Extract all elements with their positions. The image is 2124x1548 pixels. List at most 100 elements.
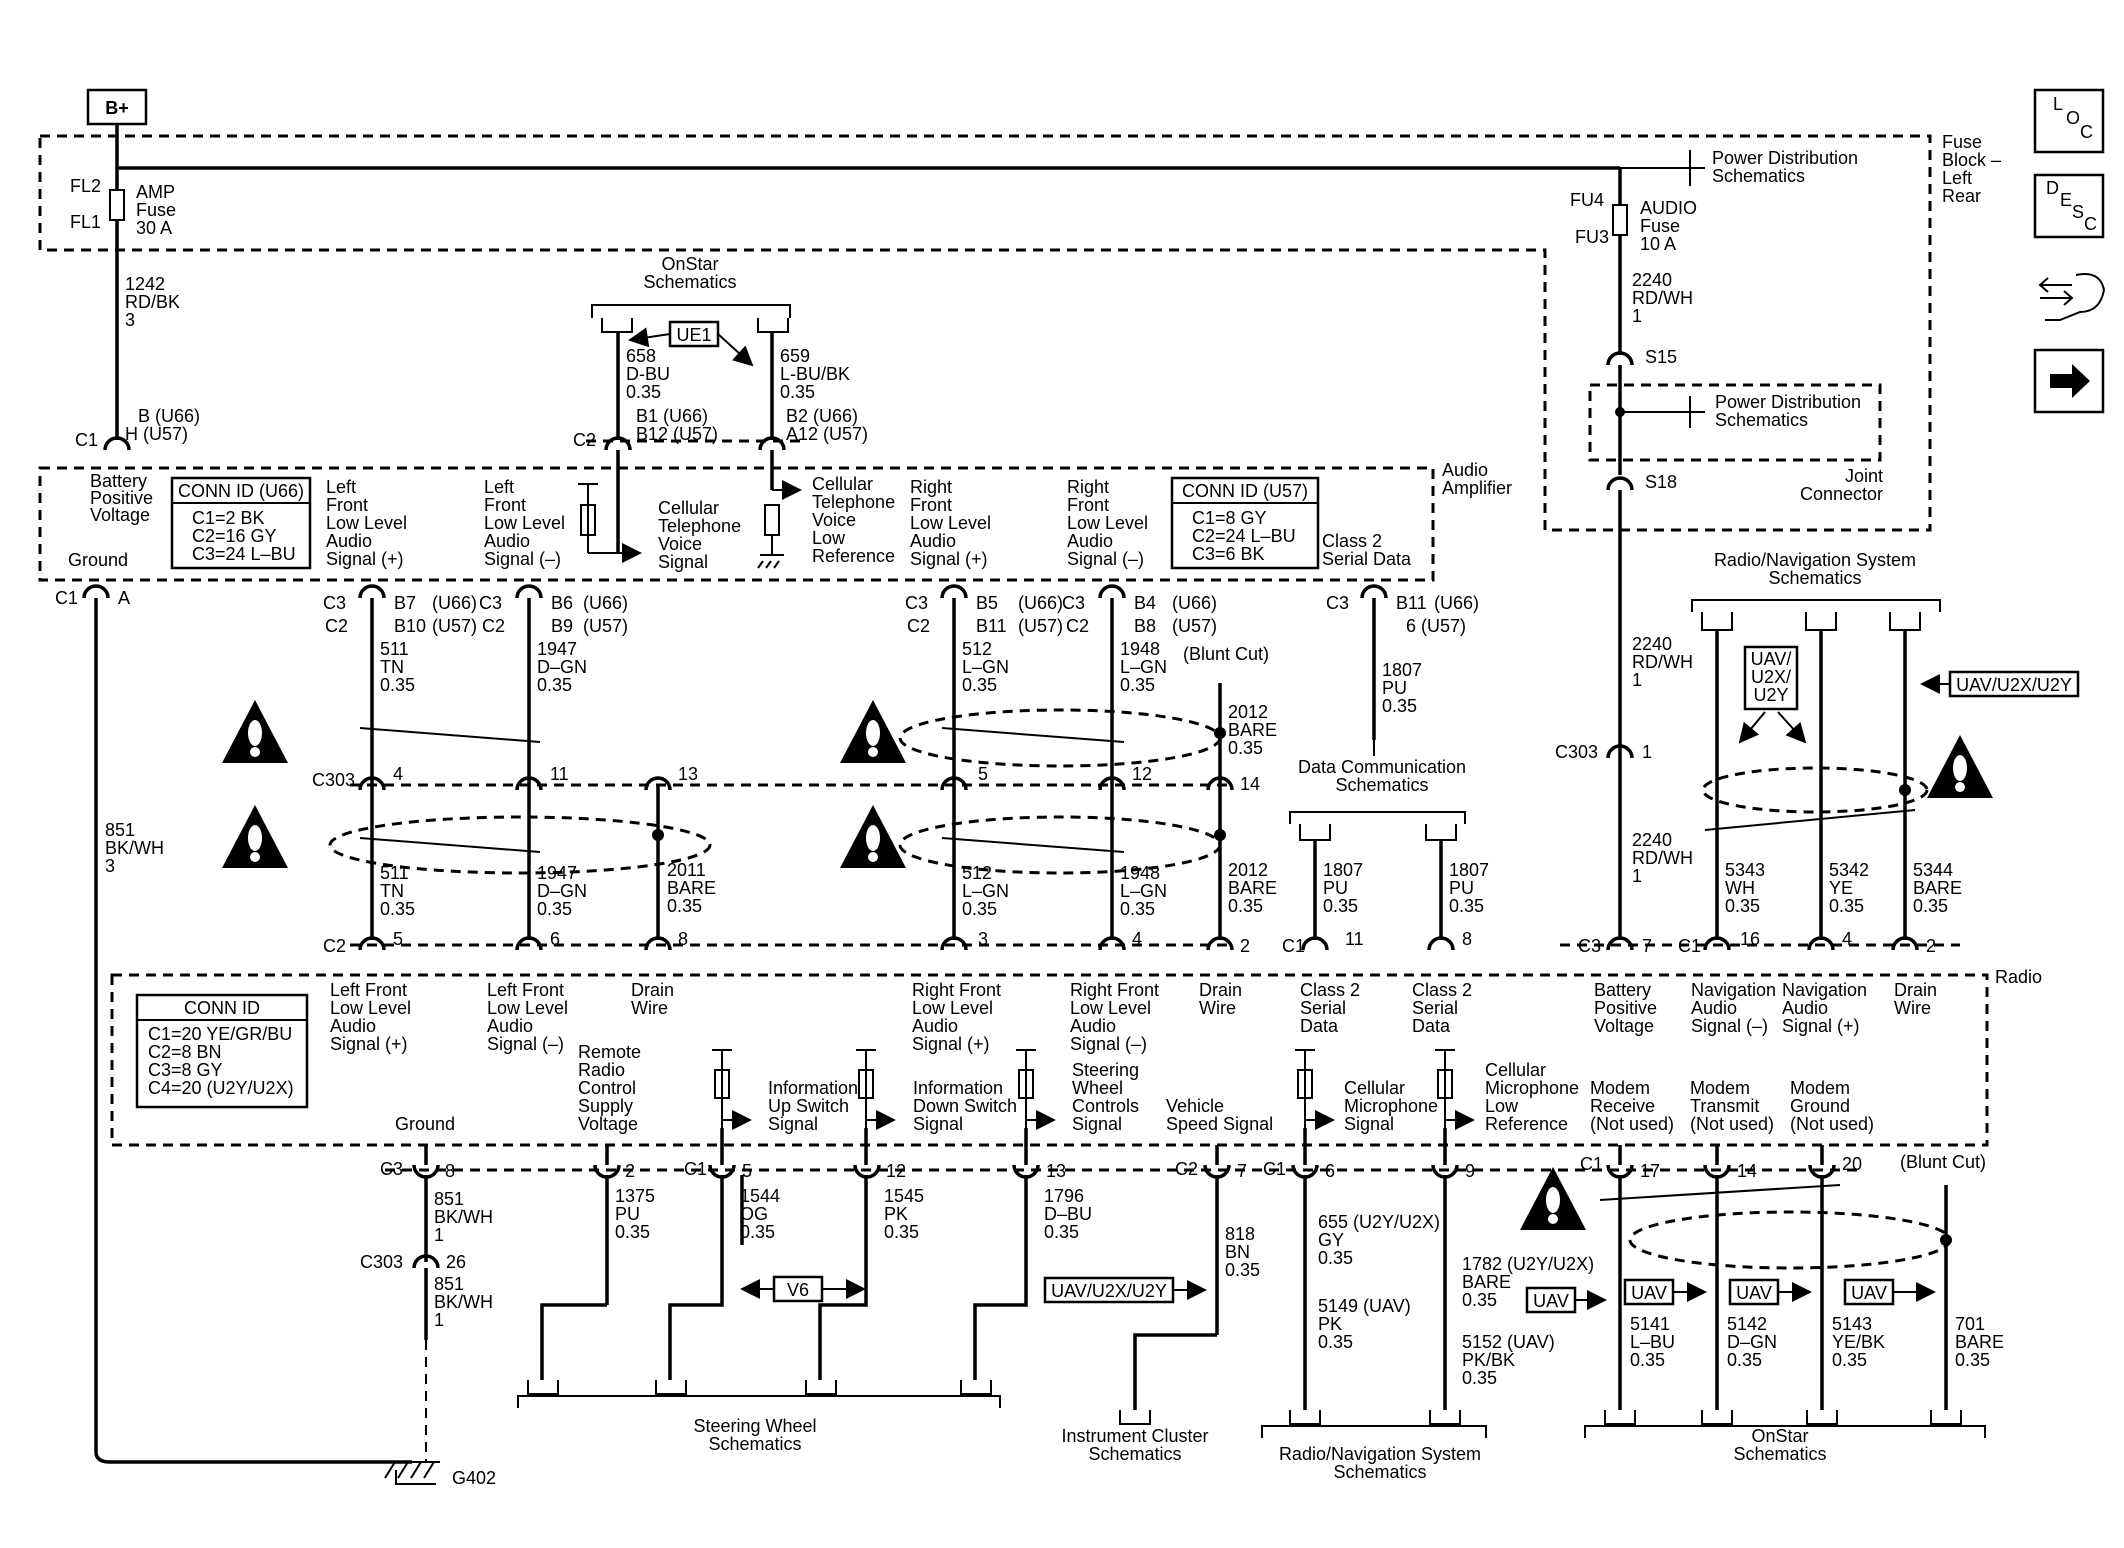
wire-851-top-size: 3 <box>105 856 115 876</box>
svg-text:0.35: 0.35 <box>1727 1350 1762 1370</box>
svg-text:TN: TN <box>380 881 404 901</box>
svg-text:0.35: 0.35 <box>1120 675 1155 695</box>
svg-text:C2: C2 <box>907 616 930 636</box>
svg-text:BARE: BARE <box>1955 1332 2004 1352</box>
svg-text:0.35: 0.35 <box>1829 896 1864 916</box>
svg-text:Schematics: Schematics <box>1768 568 1861 588</box>
svg-text:Right: Right <box>910 477 952 497</box>
svg-text:Signal (–): Signal (–) <box>487 1034 564 1054</box>
svg-text:C3: C3 <box>323 593 346 613</box>
svg-text:(Blunt Cut): (Blunt Cut) <box>1183 644 1269 664</box>
svg-text:0.35: 0.35 <box>537 675 572 695</box>
svg-text:Low Level: Low Level <box>1067 513 1148 533</box>
svg-text:Modem: Modem <box>1790 1078 1850 1098</box>
svg-text:Speed Signal: Speed Signal <box>1166 1114 1273 1134</box>
svg-text:2240: 2240 <box>1632 634 1672 654</box>
svg-text:Reference: Reference <box>812 546 895 566</box>
conn-id-u57-c1: C1=8 GY <box>1192 508 1267 528</box>
svg-text:Signal: Signal <box>1344 1114 1394 1134</box>
svg-text:Audio: Audio <box>326 531 372 551</box>
connector-tool-icon[interactable] <box>2038 273 2106 321</box>
fuse-block-label-1: Fuse <box>1942 132 1982 152</box>
svg-text:Radio/Navigation System: Radio/Navigation System <box>1714 550 1916 570</box>
fu3-label: FU3 <box>1575 227 1609 247</box>
svg-text:C303: C303 <box>312 770 355 790</box>
svg-text:Supply: Supply <box>578 1096 633 1116</box>
conn-id-u57-title: CONN ID (U57) <box>1182 481 1308 501</box>
radio-nav-top: Radio/Navigation System Schematics UAV/ … <box>1560 550 2080 956</box>
svg-text:Audio: Audio <box>1691 998 1737 1018</box>
amp-battery-label-3: Voltage <box>90 505 150 525</box>
svg-text:Modem: Modem <box>1690 1078 1750 1098</box>
joint-connector-label-2: Connector <box>1800 484 1883 504</box>
svg-text:1948: 1948 <box>1120 639 1160 659</box>
svg-text:0.35: 0.35 <box>1225 1260 1260 1280</box>
svg-text:Signal (–): Signal (–) <box>1691 1016 1768 1036</box>
wire-659-size: 0.35 <box>780 382 815 402</box>
svg-text:0.35: 0.35 <box>1318 1248 1353 1268</box>
loc-icon[interactable] <box>2033 88 2105 154</box>
svg-text:C3: C3 <box>905 593 928 613</box>
svg-text:C3: C3 <box>1062 593 1085 613</box>
svg-text:Signal (+): Signal (+) <box>912 1034 990 1054</box>
svg-text:UAV: UAV <box>1736 1283 1772 1303</box>
wire-851-top-circuit: 851 <box>105 820 135 840</box>
power-distribution-top-2: Schematics <box>1712 166 1805 186</box>
svg-text:0.35: 0.35 <box>1318 1332 1353 1352</box>
svg-text:0.35: 0.35 <box>380 899 415 919</box>
svg-text:1375: 1375 <box>615 1186 655 1206</box>
audio-fuse-name: AUDIO <box>1640 198 1697 218</box>
svg-text:Left Front: Left Front <box>330 980 407 1000</box>
svg-text:Audio: Audio <box>910 531 956 551</box>
svg-text:C1: C1 <box>1678 936 1701 956</box>
s15-label: S15 <box>1645 347 1677 367</box>
svg-text:1807: 1807 <box>1449 860 1489 880</box>
svg-text:1796: 1796 <box>1044 1186 1084 1206</box>
svg-text:0.35: 0.35 <box>1228 738 1263 758</box>
svg-text:Low Level: Low Level <box>330 998 411 1018</box>
fu4-label: FU4 <box>1570 190 1604 210</box>
conn-id-u66-box <box>170 476 312 570</box>
svg-text:Audio: Audio <box>1070 1016 1116 1036</box>
svg-text:5342: 5342 <box>1829 860 1869 880</box>
audio-fuse-type: Fuse <box>1640 216 1680 236</box>
svg-text:(U57): (U57) <box>1018 616 1063 636</box>
svg-text:Signal: Signal <box>1072 1114 1122 1134</box>
svg-text:14: 14 <box>1240 774 1260 794</box>
svg-text:Signal (–): Signal (–) <box>1067 549 1144 569</box>
fuse-block-label-2: Block – <box>1942 150 2001 170</box>
svg-text:B10: B10 <box>394 616 426 636</box>
svg-text:Data: Data <box>1300 1016 1339 1036</box>
svg-text:Voltage: Voltage <box>1594 1016 1654 1036</box>
amp-fuse-icon <box>109 189 125 221</box>
svg-text:1545: 1545 <box>884 1186 924 1206</box>
svg-text:Signal (+): Signal (+) <box>326 549 404 569</box>
svg-text:PU: PU <box>1382 678 1407 698</box>
svg-text:0.35: 0.35 <box>1832 1350 1867 1370</box>
svg-text:9: 9 <box>1465 1161 1475 1181</box>
pin-a12-label: A12 (U57) <box>786 424 868 444</box>
wire-658-color: D-BU <box>626 364 670 384</box>
svg-text:C303: C303 <box>1555 742 1598 762</box>
svg-text:1: 1 <box>1632 670 1642 690</box>
svg-text:Wire: Wire <box>1199 998 1236 1018</box>
desc-icon[interactable] <box>2033 173 2105 239</box>
svg-text:C3: C3 <box>380 1159 403 1179</box>
svg-text:5149 (UAV): 5149 (UAV) <box>1318 1296 1411 1316</box>
svg-text:UAV/: UAV/ <box>1751 649 1792 669</box>
svg-text:Cellular: Cellular <box>1344 1078 1405 1098</box>
svg-text:1544: 1544 <box>740 1186 780 1206</box>
svg-text:8: 8 <box>1462 929 1472 949</box>
svg-text:C2: C2 <box>1175 1159 1198 1179</box>
svg-text:0.35: 0.35 <box>884 1222 919 1242</box>
svg-text:11: 11 <box>1345 929 1364 949</box>
svg-text:OnStar: OnStar <box>1751 1426 1808 1446</box>
svg-text:Left: Left <box>484 477 514 497</box>
svg-text:Schematics: Schematics <box>1088 1444 1181 1464</box>
svg-text:5: 5 <box>978 764 988 784</box>
power-distribution-top-1: Power Distribution <box>1712 148 1858 168</box>
svg-text:1782 (U2Y/U2X): 1782 (U2Y/U2X) <box>1462 1254 1594 1274</box>
svg-text:0.35: 0.35 <box>1228 896 1263 916</box>
